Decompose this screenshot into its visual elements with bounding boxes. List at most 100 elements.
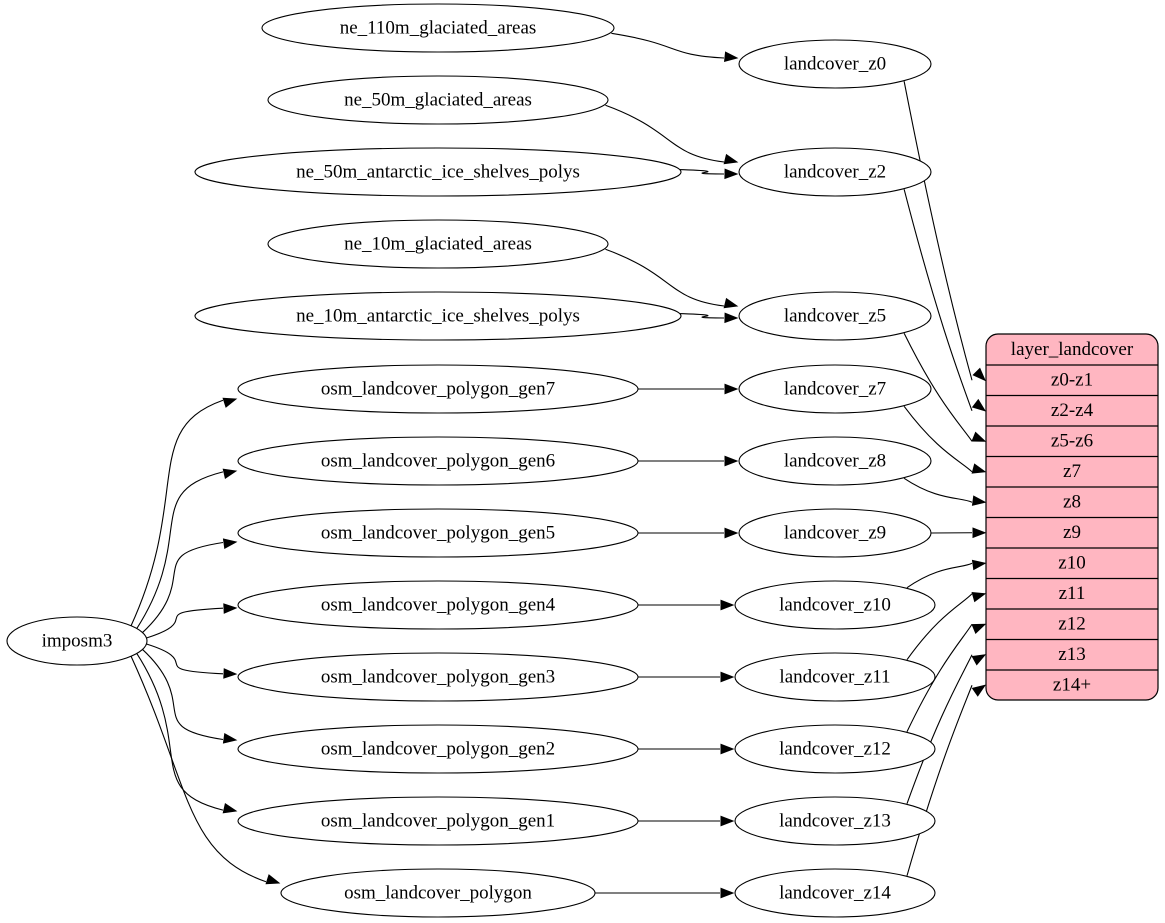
node-osm_landcover_polygon_gen1[interactable]: osm_landcover_polygon_gen1	[237, 796, 639, 846]
layer-table-row-z8[interactable]: z8	[1063, 492, 1081, 513]
node-ellipse	[194, 147, 682, 197]
edge-osm_landcover_polygon_gen2-to-landcover_z12	[638, 743, 735, 755]
node-ellipse	[280, 868, 596, 918]
node-landcover_z8[interactable]: landcover_z8	[738, 436, 932, 486]
node-label: landcover_z0	[784, 53, 886, 74]
edge-arrowhead	[720, 599, 735, 611]
edge-arrowhead	[971, 495, 987, 506]
edge-arrowhead	[971, 623, 987, 634]
node-ne_10m_glaciated_areas[interactable]: ne_10m_glaciated_areas	[267, 219, 609, 269]
node-landcover_z2[interactable]: landcover_z2	[738, 147, 932, 197]
edge-line	[906, 623, 973, 732]
edge-landcover_z9-to-row-5	[930, 527, 987, 539]
edge-osm_landcover_polygon-to-landcover_z14	[595, 887, 735, 899]
edge-line	[903, 477, 973, 503]
edge-osm_landcover_polygon_gen6-to-landcover_z8	[638, 455, 739, 467]
edge-arrowhead	[723, 153, 739, 165]
layer-table-row-z11[interactable]: z11	[1059, 583, 1086, 604]
node-ellipse	[734, 652, 936, 702]
edge-imposm3-to-osm_landcover_polygon_gen6	[136, 468, 238, 629]
edge-arrowhead	[971, 463, 987, 474]
edge-line	[677, 169, 725, 175]
edge-arrowhead	[723, 297, 739, 309]
layer-table-row-z14-[interactable]: z14+	[1053, 675, 1091, 696]
node-ellipse	[734, 724, 936, 774]
edge-arrowhead	[971, 684, 987, 697]
node-label: osm_landcover_polygon_gen2	[321, 738, 555, 759]
edge-arrowhead	[724, 312, 739, 324]
edge-ne_10m_glaciated_areas-to-landcover_z5	[605, 248, 739, 309]
node-landcover_z9[interactable]: landcover_z9	[738, 508, 932, 558]
node-label: osm_landcover_polygon_gen5	[321, 522, 555, 543]
edge-arrowhead	[720, 815, 735, 827]
edge-ne_10m_antarctic_ice_shelves_polys-to-landcover_z5	[677, 312, 739, 324]
edge-landcover_z7-to-row-3	[903, 405, 987, 474]
node-label: landcover_z5	[784, 305, 886, 326]
node-osm_landcover_polygon_gen4[interactable]: osm_landcover_polygon_gen4	[237, 580, 639, 630]
node-osm_landcover_polygon_gen5[interactable]: osm_landcover_polygon_gen5	[237, 508, 639, 558]
node-ne_50m_glaciated_areas[interactable]: ne_50m_glaciated_areas	[267, 75, 609, 125]
edge-line	[906, 654, 973, 804]
layer-table-row-z5-z6[interactable]: z5-z6	[1051, 431, 1093, 452]
edge-landcover_z5-to-row-2	[903, 333, 987, 442]
node-ne_110m_glaciated_areas[interactable]: ne_110m_glaciated_areas	[261, 3, 615, 53]
edge-line	[903, 333, 973, 442]
edge-line	[146, 643, 224, 675]
layer-table-header: layer_landcover	[1011, 339, 1134, 360]
node-ne_50m_antarctic_ice_shelves_polys[interactable]: ne_50m_antarctic_ice_shelves_polys	[194, 147, 682, 197]
node-osm_landcover_polygon_gen7[interactable]: osm_landcover_polygon_gen7	[237, 364, 639, 414]
node-landcover_z10[interactable]: landcover_z10	[734, 580, 936, 630]
node-landcover_z13[interactable]: landcover_z13	[734, 796, 936, 846]
node-landcover_z0[interactable]: landcover_z0	[738, 39, 932, 89]
edge-arrowhead	[971, 559, 987, 571]
edge-line	[611, 32, 725, 59]
node-landcover_z7[interactable]: landcover_z7	[738, 364, 932, 414]
edge-arrowhead	[223, 668, 238, 679]
node-ne_10m_antarctic_ice_shelves_polys[interactable]: ne_10m_antarctic_ice_shelves_polys	[194, 291, 682, 341]
edge-line	[146, 607, 224, 639]
node-osm_landcover_polygon_gen3[interactable]: osm_landcover_polygon_gen3	[237, 652, 639, 702]
node-osm_landcover_polygon[interactable]: osm_landcover_polygon	[280, 868, 596, 918]
layer-table-row-z0-z1[interactable]: z0-z1	[1051, 370, 1093, 391]
edge-ne_110m_glaciated_areas-to-landcover_z0	[611, 32, 739, 62]
node-landcover_z11[interactable]: landcover_z11	[734, 652, 936, 702]
node-label: landcover_z14	[779, 882, 891, 903]
layer-table-row-z9[interactable]: z9	[1063, 522, 1081, 543]
node-ellipse	[237, 652, 639, 702]
node-imposm3[interactable]: imposm3	[6, 616, 148, 666]
node-osm_landcover_polygon_gen2[interactable]: osm_landcover_polygon_gen2	[237, 724, 639, 774]
node-label: osm_landcover_polygon_gen1	[321, 810, 555, 831]
node-ellipse	[237, 508, 639, 558]
node-ellipse	[237, 724, 639, 774]
edge-arrowhead	[720, 887, 735, 899]
edge-osm_landcover_polygon_gen1-to-landcover_z13	[638, 815, 735, 827]
layer-landcover-table: layer_landcover z0-z1 z2-z4 z5-z6 z7 z8 z9 z10 z…	[985, 333, 1159, 701]
layer-table-row-z13[interactable]: z13	[1058, 644, 1085, 665]
node-label: landcover_z12	[779, 738, 891, 759]
edge-arrowhead	[720, 671, 735, 683]
edge-osm_landcover_polygon_gen4-to-landcover_z10	[638, 599, 735, 611]
node-landcover_z12[interactable]: landcover_z12	[734, 724, 936, 774]
node-label: ne_50m_antarctic_ice_shelves_polys	[296, 161, 580, 182]
edge-arrowhead	[223, 603, 238, 614]
layer-table-row-z10[interactable]: z10	[1058, 553, 1085, 574]
node-ellipse	[6, 616, 148, 666]
layer-table-row-z2-z4[interactable]: z2-z4	[1051, 400, 1094, 421]
layer-table-row-z12[interactable]: z12	[1058, 614, 1085, 635]
node-ellipse	[734, 796, 936, 846]
node-landcover_z5[interactable]: landcover_z5	[738, 291, 932, 341]
node-osm_landcover_polygon_gen6[interactable]: osm_landcover_polygon_gen6	[237, 436, 639, 486]
edge-arrowhead	[222, 538, 238, 549]
node-ellipse	[237, 364, 639, 414]
node-landcover_z14[interactable]: landcover_z14	[734, 868, 936, 918]
node-label: osm_landcover_polygon_gen4	[321, 594, 556, 615]
node-label: landcover_z7	[784, 378, 886, 399]
node-ellipse	[261, 3, 615, 53]
edge-line	[903, 81, 973, 381]
edge-arrowhead	[724, 527, 739, 539]
layer-table-row-z7[interactable]: z7	[1063, 461, 1081, 482]
node-label: ne_110m_glaciated_areas	[340, 17, 537, 38]
edge-line	[136, 653, 224, 811]
node-label: landcover_z10	[779, 594, 891, 615]
